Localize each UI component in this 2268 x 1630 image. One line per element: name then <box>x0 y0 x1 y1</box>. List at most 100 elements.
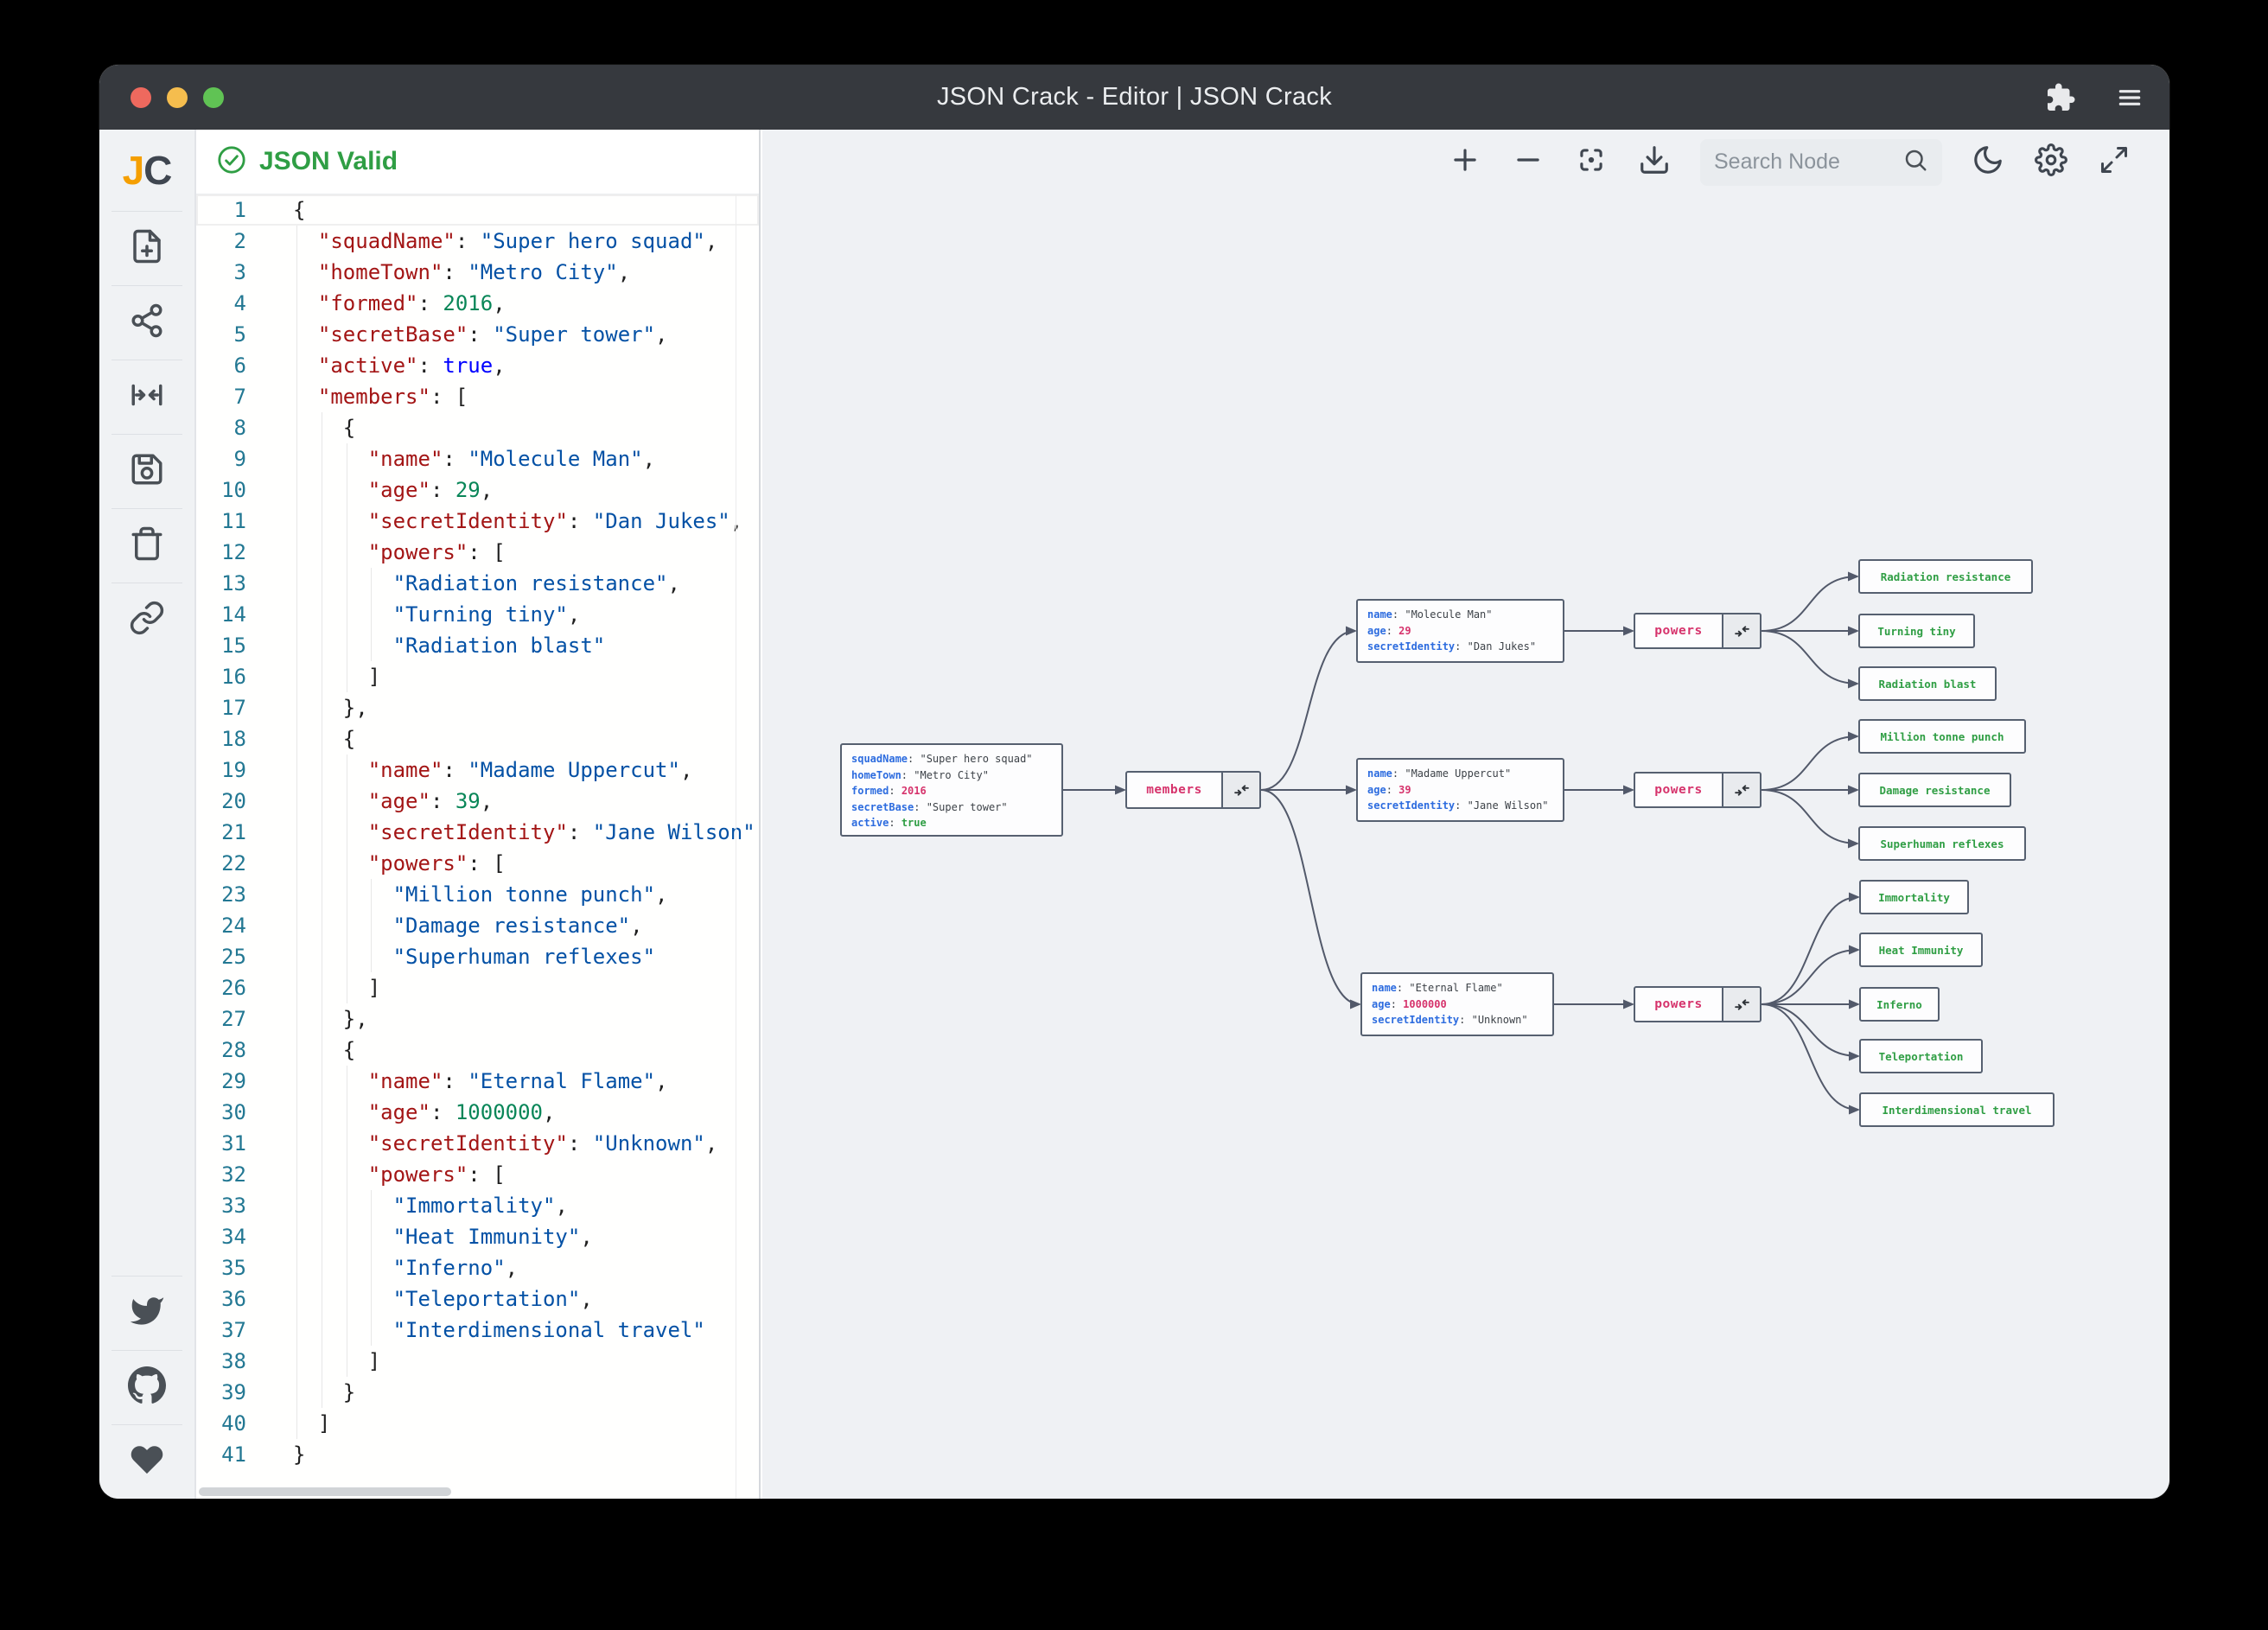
line-number: 7 <box>233 385 246 409</box>
close-window-button[interactable] <box>131 86 151 108</box>
line-number: 11 <box>221 509 246 533</box>
editor-line: 13 "Radiation resistance", <box>196 568 759 599</box>
editor-line: 40 ] <box>196 1408 759 1439</box>
editor-line: 29 "name": "Eternal Flame", <box>196 1066 759 1097</box>
editor-line: 25 "Superhuman reflexes" <box>196 941 759 972</box>
line-number: 18 <box>221 727 246 751</box>
graph-edges <box>1063 571 1860 1115</box>
line-number: 28 <box>221 1038 246 1062</box>
graph-node-p2[interactable]: powers <box>1634 772 1762 808</box>
collapse-arrows-icon <box>1734 998 1749 1010</box>
trash-icon <box>129 525 165 566</box>
twitter-button[interactable] <box>99 1276 194 1350</box>
editor-line: 41} <box>196 1439 759 1470</box>
line-number: 40 <box>221 1411 246 1436</box>
editor-line: 17 }, <box>196 692 759 723</box>
horizontal-scrollbar[interactable] <box>199 1487 451 1496</box>
center-fit-icon <box>129 377 165 417</box>
line-number: 29 <box>221 1069 246 1093</box>
focus-center-button[interactable] <box>1574 145 1609 180</box>
editor-line: 32 "powers": [ <box>196 1159 759 1190</box>
save-button[interactable] <box>99 434 194 508</box>
line-number: 37 <box>221 1318 246 1342</box>
line-number: 4 <box>233 291 246 315</box>
collapse-node-button[interactable] <box>1722 988 1760 1021</box>
graph-node-l3a[interactable]: Immortality <box>1859 880 1969 914</box>
collapse-node-button[interactable] <box>1221 773 1259 807</box>
graph-node-l3d[interactable]: Teleportation <box>1859 1039 1983 1073</box>
graph-node-l3e[interactable]: Interdimensional travel <box>1859 1092 2055 1127</box>
share-graph-button[interactable] <box>99 285 194 360</box>
json-editor[interactable]: JSON Valid 1{2 "squadName": "Super hero … <box>196 130 761 1499</box>
graph-node-l1a[interactable]: Radiation resistance <box>1858 559 2033 594</box>
extension-puzzle-icon[interactable] <box>2045 82 2076 113</box>
editor-line: 21 "secretIdentity": "Jane Wilson", <box>196 817 759 848</box>
graph-node-l2c[interactable]: Superhuman reflexes <box>1858 826 2026 861</box>
editor-line: 31 "secretIdentity": "Unknown", <box>196 1128 759 1159</box>
collapse-arrows-icon <box>1734 784 1749 796</box>
line-number: 36 <box>221 1287 246 1311</box>
download-button[interactable] <box>1637 145 1672 180</box>
delete-button[interactable] <box>99 508 194 583</box>
editor-line: 10 "age": 29, <box>196 474 759 506</box>
minimize-window-button[interactable] <box>167 86 188 108</box>
editor-line: 19 "name": "Madame Uppercut", <box>196 755 759 786</box>
graph-node-l1c[interactable]: Radiation blast <box>1858 666 1997 701</box>
window-title: JSON Crack - Editor | JSON Crack <box>936 83 1333 111</box>
collapse-node-button[interactable] <box>1722 614 1760 647</box>
dark-mode-button[interactable] <box>1971 145 2005 180</box>
graph-node-l2a[interactable]: Million tonne punch <box>1858 719 2026 754</box>
check-circle-icon <box>217 145 246 179</box>
graph-node-l3c[interactable]: Inferno <box>1859 987 1940 1022</box>
collapse-node-button[interactable] <box>1722 774 1760 806</box>
zoom-in-button[interactable] <box>1448 145 1482 180</box>
line-number: 15 <box>221 634 246 658</box>
line-number: 14 <box>221 602 246 627</box>
graph-node-p3[interactable]: powers <box>1634 986 1762 1022</box>
editor-line: 8 { <box>196 412 759 443</box>
center-fit-button[interactable] <box>99 360 194 434</box>
line-number: 31 <box>221 1131 246 1156</box>
graph-node-l2b[interactable]: Damage resistance <box>1858 773 2011 807</box>
editor-line: 18 { <box>196 723 759 755</box>
zoom-out-button[interactable] <box>1511 145 1545 180</box>
editor-line: 16 ] <box>196 661 759 692</box>
github-icon <box>128 1366 166 1409</box>
search-node-input[interactable] <box>1714 150 1894 175</box>
settings-button[interactable] <box>2034 143 2068 181</box>
line-number: 19 <box>221 758 246 782</box>
download-icon <box>1638 143 1671 181</box>
github-button[interactable] <box>99 1350 194 1424</box>
menu-hamburger-icon[interactable] <box>2116 84 2144 111</box>
moon-icon <box>1972 143 2004 181</box>
graph-node-p1[interactable]: powers <box>1634 613 1762 649</box>
graph-node-l3b[interactable]: Heat Immunity <box>1859 933 1983 967</box>
fullscreen-button[interactable] <box>2097 145 2131 180</box>
graph-node-l1b[interactable]: Turning tiny <box>1858 614 1975 648</box>
expand-icon <box>2099 144 2130 180</box>
graph-node-members[interactable]: members <box>1125 771 1261 809</box>
sponsor-button[interactable] <box>99 1424 194 1499</box>
editor-line: 36 "Teleportation", <box>196 1283 759 1315</box>
gear-icon <box>2035 143 2067 181</box>
line-number: 39 <box>221 1380 246 1404</box>
line-number: 3 <box>233 260 246 284</box>
line-number: 5 <box>233 322 246 347</box>
line-number: 26 <box>221 976 246 1000</box>
share-link-button[interactable] <box>99 583 194 657</box>
line-number: 33 <box>221 1194 246 1218</box>
zoom-window-button[interactable] <box>203 86 224 108</box>
graph-canvas[interactable]: squadName: "Super hero squad"homeTown: "… <box>762 130 2169 1499</box>
share-graph-icon <box>129 302 165 343</box>
editor-line: 26 ] <box>196 972 759 1003</box>
editor-line: 14 "Turning tiny", <box>196 599 759 630</box>
graph-node-root[interactable]: squadName: "Super hero squad"homeTown: "… <box>840 743 1063 837</box>
line-number: 23 <box>221 882 246 907</box>
new-document-button[interactable] <box>99 211 194 285</box>
